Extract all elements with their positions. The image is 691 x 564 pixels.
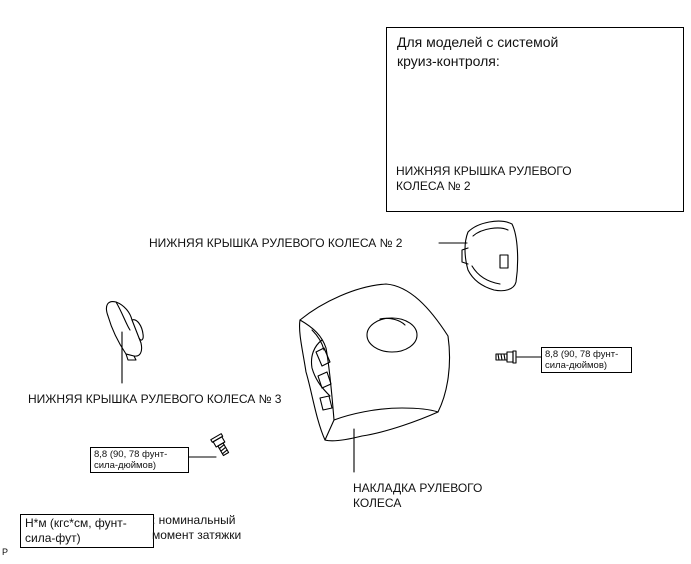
legend-torque-units: Н*м (кгс*см, фунт- сила-фут) <box>20 514 154 548</box>
inset-title: Для моделей с системой круиз-контроля: <box>397 34 559 69</box>
cover-no2-drawing <box>461 220 519 292</box>
label-cover-no3: НИЖНЯЯ КРЫШКА РУЛЕВОГО КОЛЕСА № 3 <box>28 392 282 406</box>
label-steering-pad: НАКЛАДКА РУЛЕВОГО КОЛЕСА <box>353 481 483 510</box>
torque-spec-right: 8,8 (90, 78 фунт- сила-дюймов) <box>541 347 632 373</box>
steering-pad-drawing <box>299 283 451 442</box>
legend-description: : номинальный момент затяжки <box>152 513 242 542</box>
corner-mark: P <box>2 547 9 557</box>
label-cover-no2: НИЖНЯЯ КРЫШКА РУЛЕВОГО КОЛЕСА № 2 <box>149 236 403 250</box>
torx-bolt-left-drawing <box>210 433 230 457</box>
cover-no3-drawing <box>105 301 144 361</box>
torque-spec-left: 8,8 (90, 78 фунт- сила-дюймов) <box>90 447 189 473</box>
cruise-control-inset <box>386 27 684 212</box>
torx-bolt-right-drawing <box>495 350 517 364</box>
inset-part-label: НИЖНЯЯ КРЫШКА РУЛЕВОГО КОЛЕСА № 2 <box>396 164 572 193</box>
